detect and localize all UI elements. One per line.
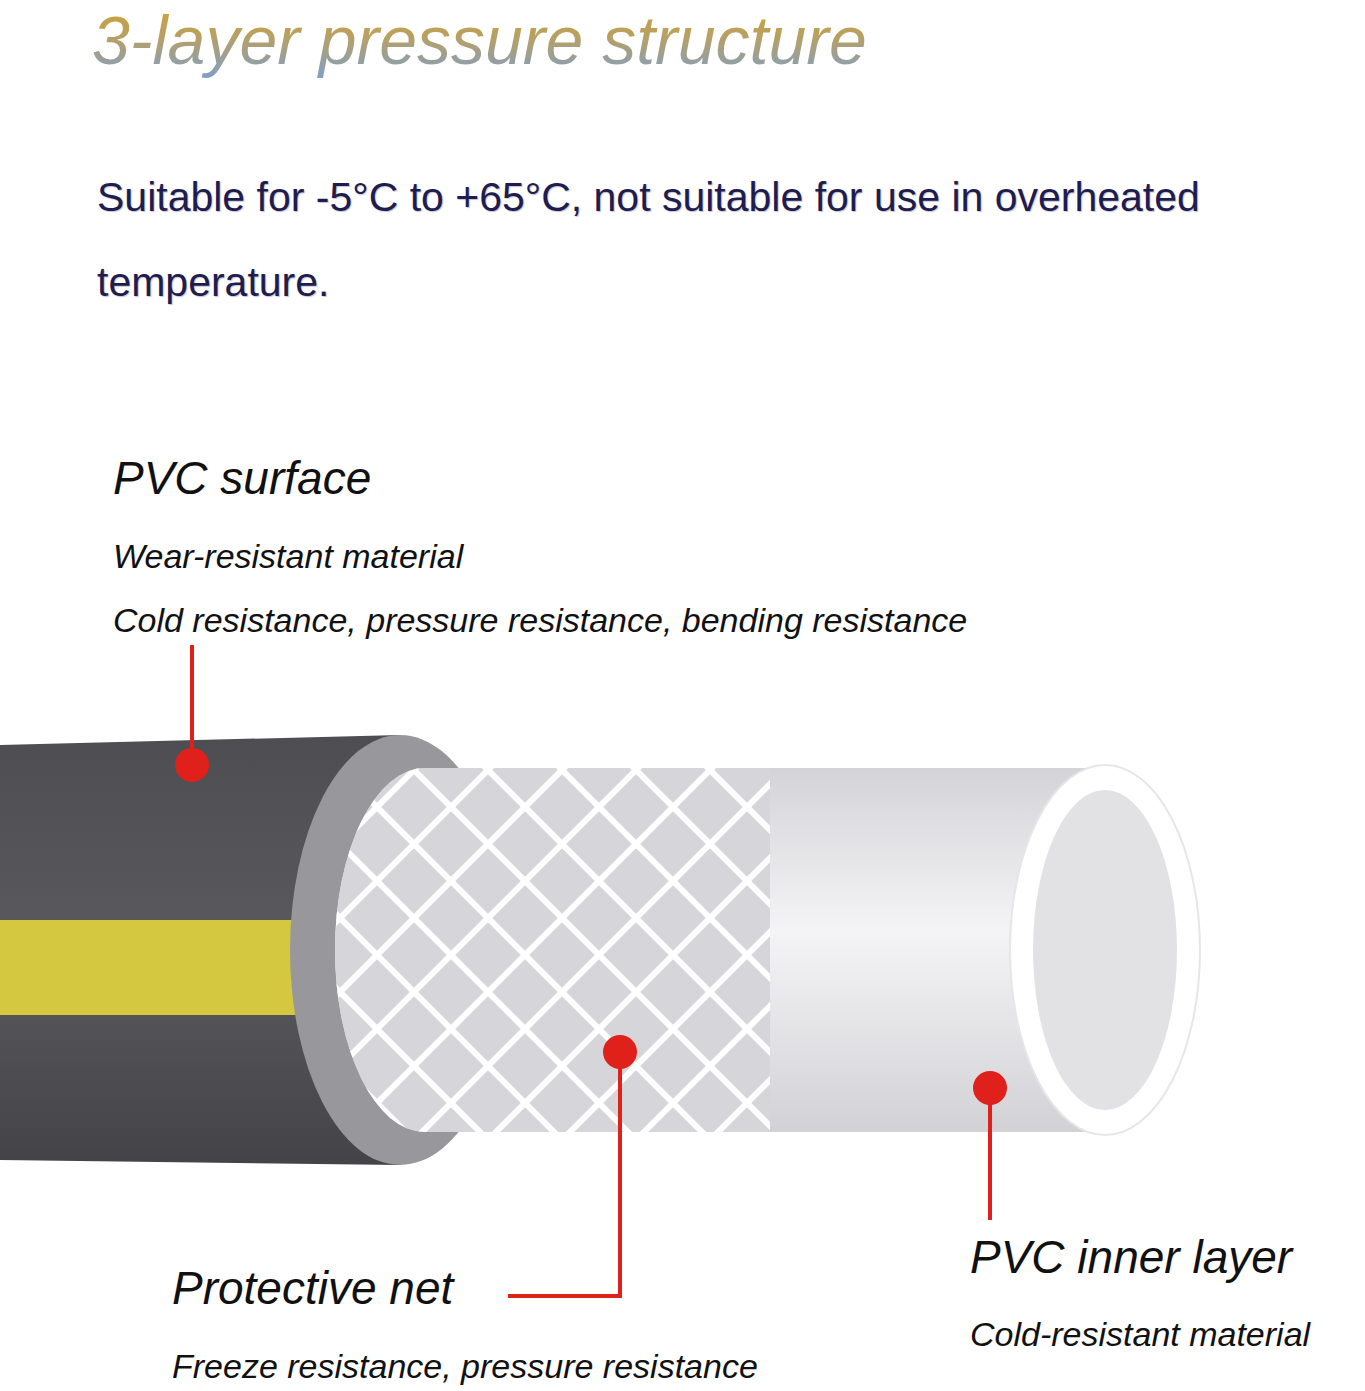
part-name: PVC surface: [113, 450, 371, 506]
note-text: Suitable for -5°C to +65°C, not suitable…: [97, 155, 1237, 325]
diagram-title: 3-layer pressure structure: [92, 0, 867, 80]
part-description: Freeze resistance, pressure resistance: [172, 1344, 758, 1388]
part-name: Protective net: [172, 1260, 453, 1316]
protective-net: [330, 760, 780, 1140]
part-description: Cold resistance, pressure resistance, be…: [113, 598, 967, 642]
part-name: PVC inner layer: [970, 1229, 1292, 1285]
leader-lines: [175, 645, 1007, 1296]
tube-bore: [1033, 790, 1177, 1110]
part-description: Wear-resistant material: [113, 534, 463, 578]
part-description: Cold-resistant material: [970, 1312, 1310, 1356]
tube-end: [1010, 765, 1200, 1135]
